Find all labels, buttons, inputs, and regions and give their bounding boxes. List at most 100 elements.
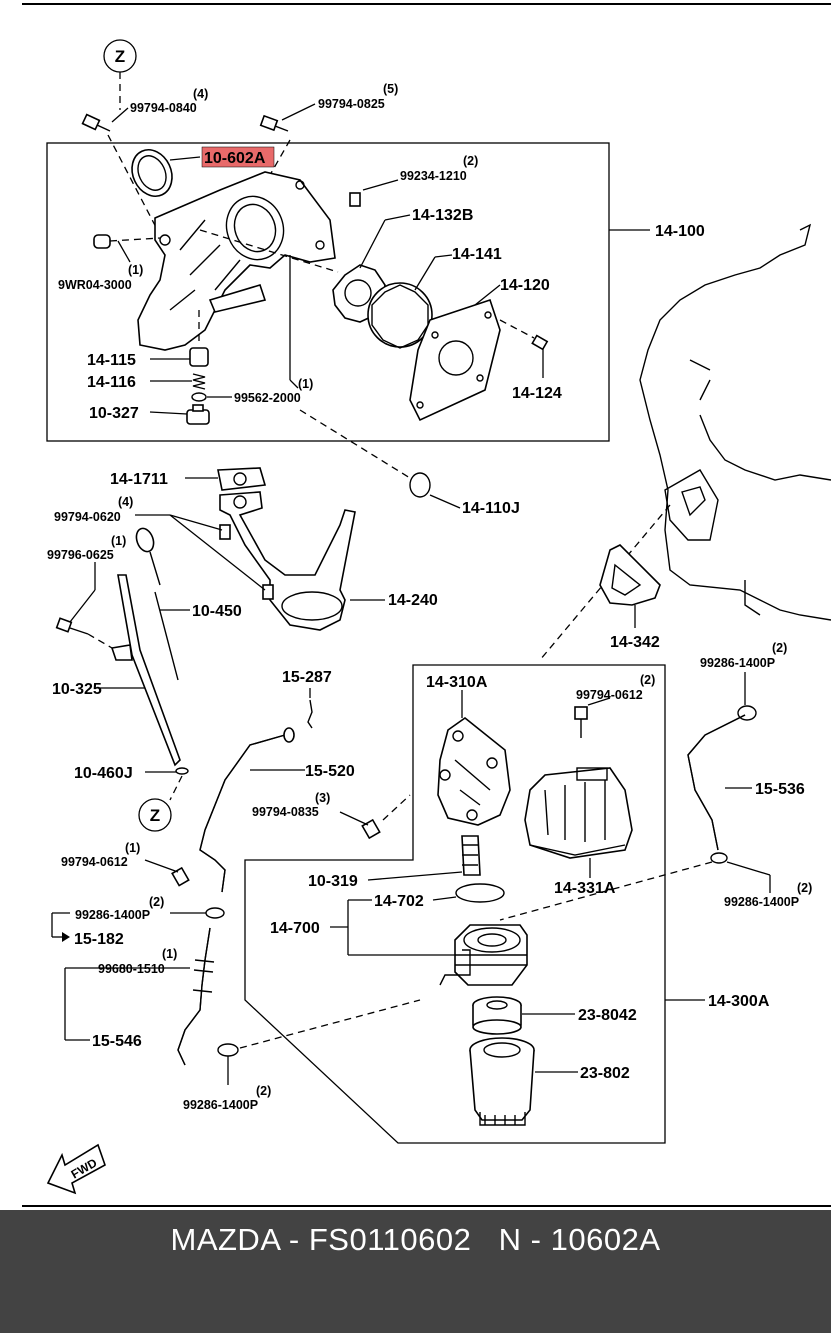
label-14-100: 14-100 [655,223,705,240]
qty-99286-1400p-left-upper: (2) [149,895,164,909]
oil-strainer-14-240-icon [219,491,356,631]
oil-cooler-14-700-icon [439,924,528,986]
qty-99794-0835: (3) [315,791,330,805]
dipstick-tube-10-325-icon [110,574,181,767]
label-99794-0825: 99794-0825 [318,97,385,111]
label-9wr04-3000: 9WR04-3000 [58,278,132,292]
qty-99286-1400p-right-upper: (2) [772,641,787,655]
label-15-520: 15-520 [305,763,355,780]
dowel-pin-icon [349,192,361,207]
label-14-700: 14-700 [270,920,320,937]
plug-9wr04-icon [93,234,111,249]
qty-99562-2000: (1) [298,377,313,391]
label-99794-0612-right: 99794-0612 [576,688,643,702]
oil-pump-group-box [46,142,610,442]
o-ring-10-460j-icon [175,767,189,775]
qty-99794-0620: (4) [118,495,133,509]
label-99794-0840: 99794-0840 [130,101,197,115]
label-99286-1400p-right-upper: 99286-1400P [700,656,775,670]
bolt-99794-0612-right-icon [574,706,588,738]
engine-block-outline [639,223,831,621]
o-ring-14-702-icon [455,883,505,903]
label-14-120: 14-120 [500,277,550,294]
oil-seal-10-602a-icon [131,149,173,197]
spring-14-116-icon [192,373,206,390]
z-label-mid: Z [150,806,160,825]
label-99562-2000: 99562-2000 [234,391,301,405]
gasket-14-1711-icon [217,467,267,491]
hose-15-546-icon [177,927,215,1066]
label-99794-0620: 99794-0620 [54,510,121,524]
label-99286-1400p-left-lower: 99286-1400P [183,1098,258,1112]
label-14-342: 14-342 [610,634,660,651]
bolt-99794-0840-icon [81,113,111,132]
label-14-132b: 14-132B [412,207,473,224]
label-99794-0835: 99794-0835 [252,805,319,819]
label-15-546: 15-546 [92,1033,142,1050]
bolt-99794-0612-left-icon [171,866,190,887]
z-label-top: Z [115,47,125,66]
bolt-99794-0620-icon [219,524,274,600]
fwd-arrow-icon [46,1143,106,1195]
footer-bar [0,1210,831,1333]
qty-99794-0840: (4) [193,87,208,101]
hose-15-520-icon [199,727,295,893]
gasket-14-342-icon [599,544,661,606]
highlight-box [201,146,275,168]
label-10-450: 10-450 [192,603,242,620]
label-10-319: 10-319 [308,873,358,890]
clamp-right-upper-icon [737,705,757,721]
oil-pump-body-icon [137,171,336,351]
screw-14-124-icon [531,334,549,351]
qty-99794-0612-left: (1) [125,841,140,855]
z-marker-mid [138,798,172,832]
label-14-240: 14-240 [388,592,438,609]
qty-99794-0612-right: (2) [640,673,655,687]
label-14-331a: 14-331A [554,880,616,897]
qty-99680-1510: (1) [162,947,177,961]
label-23-8042: 23-8042 [578,1007,637,1024]
label-99286-1400p-right-lower: 99286-1400P [724,895,799,909]
qty-99796-0625: (1) [111,534,126,548]
label-99796-0625: 99796-0625 [47,548,114,562]
rotor-14-141-icon [367,282,433,349]
filter-housing-14-310a-icon [437,716,511,826]
qty-9wr04-3000: (1) [128,263,143,277]
qty-99234-1210: (2) [463,154,478,168]
oil-filter-23-802-icon [469,1037,535,1126]
clamp-left-lower-icon [217,1043,239,1057]
cover-14-331a-icon [524,767,633,859]
label-15-287: 15-287 [282,669,332,686]
dipstick-10-450-icon [135,527,179,681]
label-15-182: 15-182 [74,931,124,948]
clamp-right-lower-icon [710,852,728,864]
oil-filter-group-box [244,664,666,1144]
plug-10-327-icon [186,404,210,425]
label-15-536: 15-536 [755,781,805,798]
footer-part-number: MAZDA - FS0110602 N - 10602A [170,1222,661,1257]
pump-cover-14-120-icon [409,298,501,422]
clamp-left-upper-icon [205,907,225,919]
parts-diagram: Z [22,3,831,1207]
label-14-110j: 14-110J [462,500,520,517]
washer-99562-icon [191,392,207,402]
qty-99794-0825: (5) [383,82,398,96]
label-99680-1510: 99680-1510 [98,962,165,976]
bolt-99794-0825-icon [259,114,289,132]
qty-99286-1400p-right-lower: (2) [797,881,812,895]
label-14-300a: 14-300A [708,993,770,1010]
bolt-99796-0625-icon [55,617,89,635]
label-10-325: 10-325 [52,681,102,698]
clip-15-287-icon [307,699,313,729]
qty-99286-1400p-left-lower: (2) [256,1084,271,1098]
hose-15-536-icon [687,714,746,851]
plunger-14-115-icon [189,347,209,367]
label-99234-1210: 99234-1210 [400,169,467,183]
nipple-10-319-icon [461,835,481,876]
bolt-99794-0835-icon [361,818,381,840]
label-14-115: 14-115 [87,352,136,369]
label-14-1711: 14-1711 [110,471,168,488]
part-23-8042-icon [472,996,522,1035]
label-14-310a: 14-310A [426,674,488,691]
label-14-116: 14-116 [87,374,136,391]
